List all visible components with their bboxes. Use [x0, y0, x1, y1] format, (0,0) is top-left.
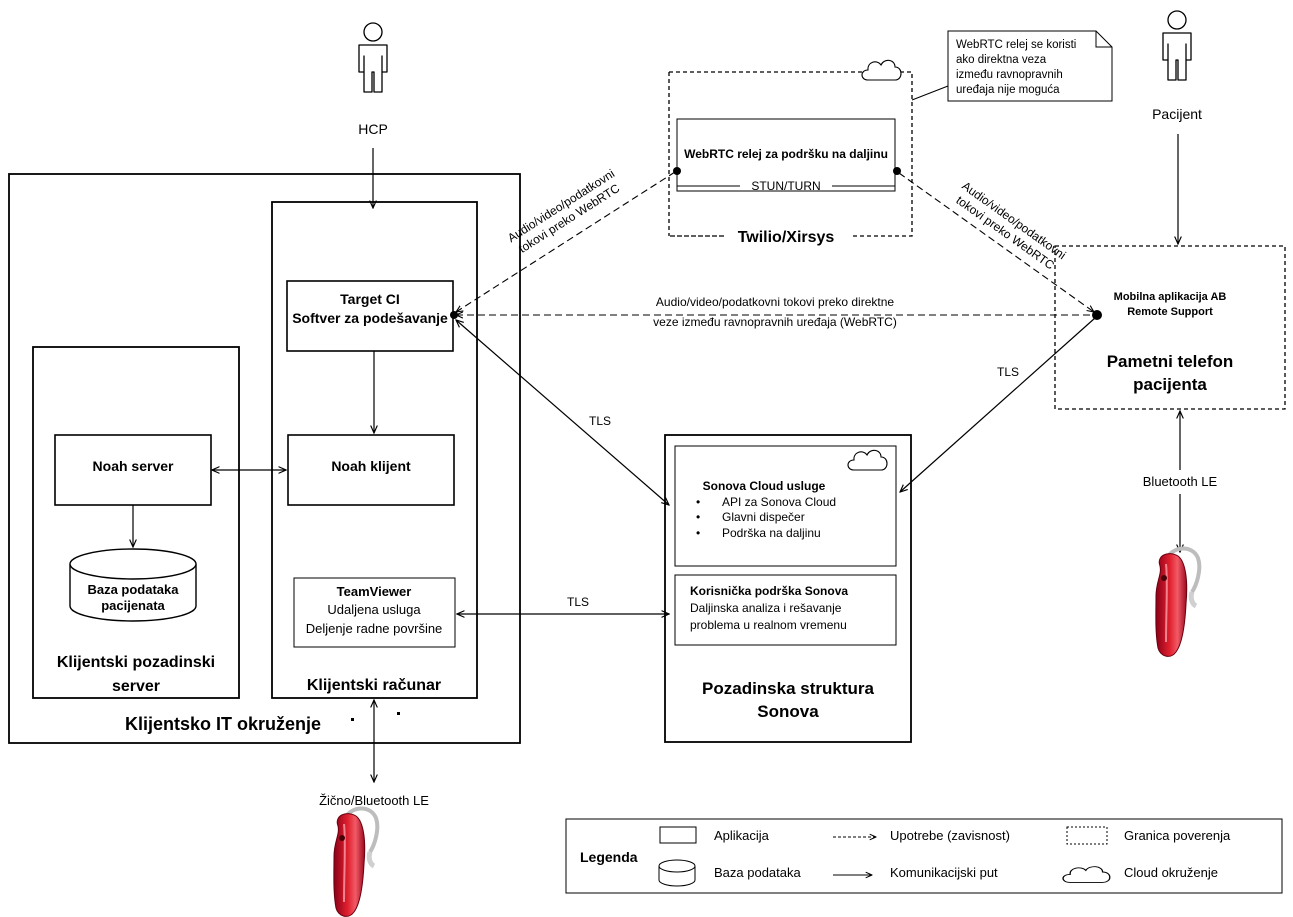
note-line-4: uređaja nije moguća [956, 84, 1060, 96]
sonova-cloud-title: Sonova Cloud usluge [703, 479, 826, 493]
tls-target-cloud-link [456, 320, 669, 505]
relay-left-label: Audio/video/podatkovni tokovi preko WebR… [505, 166, 622, 255]
smartphone-title-2: pacijenta [1133, 375, 1207, 394]
teamviewer-line-1: Udaljena usluga [327, 602, 421, 617]
client-backend-server-title-2: server [112, 678, 160, 695]
database-label-1: Baza podataka [87, 582, 179, 597]
tls-phone-cloud-link [900, 317, 1096, 492]
relay-right-label: Audio/video/podatkovni tokovi preko WebR… [954, 179, 1069, 273]
hearing-aid-icon [1156, 548, 1199, 656]
patient-database-icon [69, 548, 197, 622]
patient-label: Pacijent [1152, 106, 1202, 122]
database-label-2: pacijenata [101, 598, 165, 613]
cloud-bullet: • [696, 526, 700, 540]
legend-trust-boundary-icon [1066, 826, 1108, 845]
webrtc-relay-title: WebRTC relej za podršku na daljinu [684, 147, 888, 161]
legend-trust-boundary-label: Granica poverenja [1124, 828, 1231, 843]
sonova-backend-title-1: Pozadinska struktura [702, 679, 874, 698]
mobile-app-line-2: Remote Support [1127, 306, 1213, 318]
target-ci-subtitle: Softver za podešavanje [292, 310, 448, 326]
sonova-support-line-2: problema u realnom vremenu [690, 618, 847, 632]
relay-right-label-1: Audio/video/podatkovni [959, 179, 1068, 262]
teamviewer-title: TeamViewer [337, 584, 412, 599]
legend-title: Legenda [580, 849, 638, 865]
smartphone-title-1: Pametni telefon [1107, 352, 1234, 371]
legend-database-label: Baza podataka [714, 865, 802, 880]
twilio-xirsys-label: Twilio/Xirsys [738, 229, 835, 246]
mobile-app-line-1: Mobilna aplikacija AB [1114, 291, 1227, 303]
relay-port-left [673, 167, 681, 175]
noah-client-box [287, 434, 455, 506]
tls-teamviewer-label: TLS [567, 595, 589, 609]
client-it-environment-title: Klijentsko IT okruženje [125, 714, 321, 734]
noah-client-label: Noah klijent [331, 458, 411, 474]
noah-server-label: Noah server [93, 458, 174, 474]
sonova-support-title: Korisnička podrška Sonova [690, 584, 848, 598]
note-line-2: ako direktna veza [956, 54, 1047, 66]
webrtc-relay-box [676, 118, 896, 192]
hcp-label: HCP [358, 121, 388, 137]
sonova-backend-title-2: Sonova [757, 702, 819, 721]
mobile-app-port [1092, 310, 1102, 320]
hcp-person-icon [358, 22, 388, 93]
direct-webrtc-label-2: veze između ravnopravnih uređaja (WebRTC… [653, 315, 897, 329]
legend-application-icon [659, 826, 697, 844]
twilio-xirsys-trust-boundary [669, 71, 913, 237]
relay-to-target-link [456, 171, 676, 312]
legend-comm-path-label: Komunikacijski put [890, 865, 998, 880]
teamviewer-line-2: Deljenje radne površine [306, 621, 443, 636]
dot-marker [351, 718, 354, 721]
client-backend-server-box [32, 346, 240, 699]
hearing-aid-icon [334, 808, 377, 916]
client-backend-server-title-1: Klijentski pozadinski [57, 654, 215, 671]
relay-to-phone-link [898, 172, 1094, 312]
smartphone-trust-boundary [1054, 245, 1286, 410]
wired-bluetooth-label: Žično/Bluetooth LE [319, 793, 429, 808]
legend-database-icon [658, 859, 696, 887]
note-icon [947, 30, 1113, 102]
legend-cloud-label: Cloud okruženje [1124, 865, 1218, 880]
cloud-icon [861, 59, 902, 81]
cloud-item-2: Glavni dispečer [722, 510, 805, 524]
tls-target-label: TLS [589, 414, 611, 428]
sonova-backend-box [664, 434, 912, 743]
sonova-support-box [674, 574, 897, 646]
bluetooth-le-label: Bluetooth LE [1143, 474, 1218, 489]
cloud-bullet: • [696, 495, 700, 509]
client-computer-title: Klijentski računar [307, 677, 441, 694]
note-line-1: WebRTC relej se koristi [956, 39, 1076, 51]
direct-webrtc-label-1: Audio/video/podatkovni tokovi preko dire… [656, 295, 894, 309]
target-ci-box [286, 280, 454, 352]
cloud-item-3: Podrška na daljinu [722, 526, 821, 540]
dot-marker [397, 712, 400, 715]
sonova-support-line-1: Daljinska analiza i rešavanje [690, 601, 842, 615]
patient-person-icon [1162, 10, 1192, 81]
note-line-3: između ravnopravnih [956, 69, 1063, 81]
stun-turn-label: STUN/TURN [751, 179, 820, 193]
target-ci-title: Target CI [340, 291, 400, 307]
legend-uses-label: Upotrebe (zavisnost) [890, 828, 1010, 843]
tls-phone-label: TLS [997, 365, 1019, 379]
legend-application-label: Aplikacija [714, 828, 770, 843]
cloud-bullet: • [696, 510, 700, 524]
note-connector [911, 85, 949, 101]
teamviewer-box [293, 577, 456, 648]
cloud-item-1: API za Sonova Cloud [722, 495, 836, 509]
